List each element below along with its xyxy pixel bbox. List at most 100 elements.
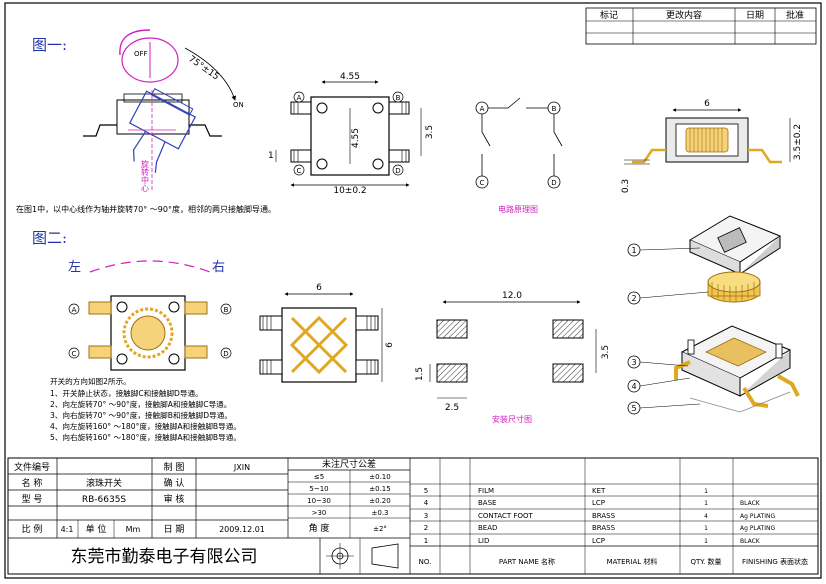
figure1-side-view: 6 3.5±0.2 0.3 [621, 99, 803, 193]
circuit-pin-c: C [480, 179, 485, 187]
scale-value: 4:1 [61, 525, 74, 534]
parts-header-name: PART NAME 名称 [499, 557, 555, 566]
unit-label: 单 位 [86, 523, 107, 535]
scale-label: 比 例 [22, 523, 43, 535]
pin-gap-dim: 1 [268, 151, 274, 161]
circuit-pin-a: A [480, 105, 485, 113]
pcb-padh-dim: 1.5 [415, 367, 425, 381]
note-3: 3、向右旋转70° ～90°度，接触脚B和接触脚D导通。 [50, 410, 232, 420]
note-0: 开关的方向如图2所示。 [50, 376, 131, 386]
parts-header-no: NO. [419, 558, 432, 566]
drawn-label: 制 图 [164, 461, 185, 473]
angle-label: 75°±15 [186, 54, 220, 82]
figure1-top-view: A B C D 4.55 4.55 10±0.2 3.5 1 [268, 72, 435, 196]
tol-range-2: 10~30 [307, 497, 331, 505]
model-label: 型 号 [22, 494, 43, 505]
part-name-1: LID [478, 537, 489, 545]
angle-tol-value: ±2° [373, 525, 387, 533]
tol-range-3: >30 [312, 509, 327, 517]
pcb-footprint: 12.0 3.5 1.5 2.5 安装尺寸图 [415, 291, 611, 424]
rev-header-date: 日期 [746, 10, 764, 21]
drawn-value: JXIN [233, 463, 250, 472]
note-5: 5、向右旋转160° ～180°度，接触脚A和接触脚B导通。 [50, 432, 241, 442]
pin-label-b: B [396, 94, 401, 102]
parts-header-qty: QTY. 数量 [690, 557, 721, 566]
on-label: ON [233, 101, 244, 109]
confirm-label: 确 认 [164, 477, 185, 489]
fig2-height-dim: 6 [385, 342, 395, 348]
tol-value-3: ±0.3 [372, 509, 389, 517]
side-dim: 3.5 [425, 125, 435, 139]
file-no-label: 文件编号 [14, 461, 50, 473]
side-width-dim: 6 [704, 99, 710, 109]
tol-value-0: ±0.10 [369, 473, 390, 481]
tolerance-title: 未注尺寸公差 [322, 458, 376, 470]
figure1-rotation-view: OFF ON 75°±15 旋转中心 [83, 29, 244, 192]
unit-value: Mm [126, 525, 141, 534]
balloon-4: 4 [631, 382, 636, 391]
model-value: RB-6635S [82, 495, 127, 505]
pcb-span-dim: 12.0 [502, 291, 522, 301]
tol-value-1: ±0.15 [369, 485, 390, 493]
part-finish-1: BLACK [740, 538, 761, 545]
part-material-4: LCP [592, 499, 605, 507]
part-finish-4: BLACK [740, 500, 761, 507]
tol-value-2: ±0.20 [369, 497, 390, 505]
pin-label-a: A [297, 94, 302, 102]
circuit-pin-b: B [552, 105, 557, 113]
foot-dim: 0.3 [621, 179, 631, 193]
part-name-4: BASE [478, 499, 496, 507]
side-height-dim: 3.5±0.2 [793, 124, 803, 160]
part-material-5: KET [592, 487, 606, 495]
parts-header-finish: FINISHING 表面状态 [742, 557, 808, 566]
part-material-1: LCP [592, 537, 605, 545]
part-name-3: CONTACT FOOT [478, 512, 533, 520]
pcb-caption: 安装尺寸图 [492, 414, 532, 424]
part-material-3: BRASS [592, 512, 616, 520]
part-no-3: 3 [424, 512, 428, 520]
balloon-1: 1 [631, 246, 636, 255]
title-block-text: 文件编号 名 称 滚珠开关 型 号 RB-6635S 比 例 4:1 单 位 M… [14, 458, 391, 567]
projection-symbol [326, 543, 399, 569]
balloon-2: 2 [631, 294, 636, 303]
pin-label-c: C [297, 167, 302, 175]
part-material-2: BRASS [592, 524, 616, 532]
circuit-diagram: A B C D 电路原理图 [475, 97, 563, 214]
right-label: 右 [212, 260, 225, 275]
rev-header-content: 更改内容 [666, 9, 702, 21]
top-height-dim: 4.55 [351, 128, 361, 148]
title-block [7, 457, 819, 575]
figure1-heading: 图一: [32, 36, 67, 54]
date-value: 2009.12.01 [219, 525, 265, 534]
review-label: 审 核 [164, 493, 185, 505]
note-2: 2、向左旋转70° ～90°度，接触脚A和接触脚C导通。 [50, 399, 231, 409]
top-width-dim: 4.55 [340, 72, 360, 82]
parts-list: 5 FILM KET 1 4 BASE LCP 1 BLACK 3 CONTAC… [419, 487, 808, 566]
part-name-5: FILM [478, 487, 494, 495]
pin-label-d: D [395, 167, 400, 175]
pcb-padw-dim: 2.5 [445, 403, 459, 413]
figure2-direction-view: 左 右 A B C D [68, 260, 232, 371]
circuit-caption: 电路原理图 [498, 204, 538, 214]
figure1-caption: 在图1中，以中心线作为轴并旋转70° ～90°度，相邻的两只接触脚导通。 [16, 204, 276, 214]
left-label: 左 [68, 260, 81, 275]
part-no-5: 5 [424, 487, 428, 495]
angle-tol-label: 角 度 [309, 522, 330, 534]
rev-header-approve: 批准 [786, 9, 804, 21]
dir-pin-d: D [223, 350, 228, 358]
dir-pin-c: C [72, 350, 77, 358]
tol-range-0: ≤5 [314, 473, 324, 481]
part-qty-3: 4 [704, 513, 708, 520]
part-qty-5: 1 [704, 488, 708, 495]
name-value: 滚珠开关 [86, 477, 122, 489]
revision-block: 标记 更改内容 日期 批准 [585, 7, 817, 45]
name-label: 名 称 [22, 477, 43, 489]
part-qty-4: 1 [704, 500, 708, 507]
part-qty-2: 1 [704, 525, 708, 532]
part-finish-2: Ag PLATING [740, 525, 775, 532]
pcb-pitch-dim: 3.5 [601, 345, 611, 359]
company-name: 东莞市勤泰电子有限公司 [71, 547, 258, 567]
rev-header-mark: 标记 [600, 9, 618, 21]
part-finish-3: Ag PLATING [740, 513, 775, 520]
